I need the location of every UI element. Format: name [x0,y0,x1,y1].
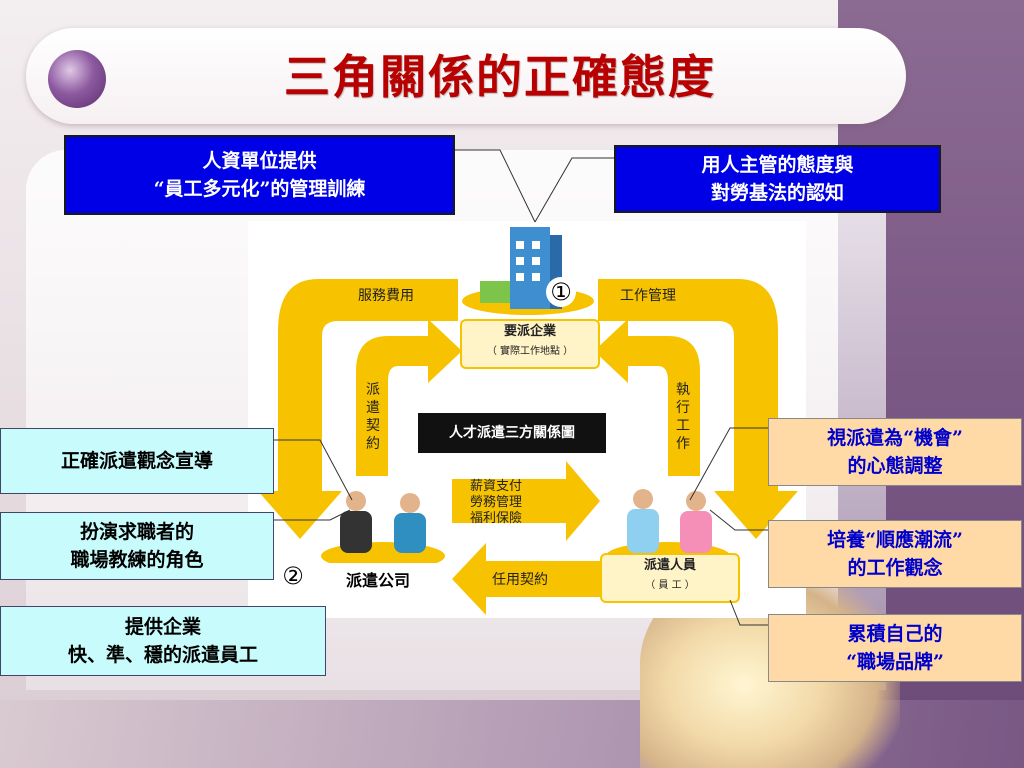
client-company-badge: 要派企業 （ 實際工作地點 ） [460,319,600,369]
callout-manager-attitude: 用人主管的態度與 對勞基法的認知 [614,145,941,213]
client-company-label: 要派企業 [503,324,556,339]
callout-line: 快、準、穩的派遣員工 [67,644,258,666]
callout-line: 用人主管的態度與 [701,154,854,176]
connector-line [274,439,353,501]
connector-line [689,427,768,501]
person-icon [633,489,653,509]
callout-line: 視派遣為“機會” [827,427,963,449]
callout-career-coach: 扮演求職者的 職場教練的角色 [0,512,274,580]
worker-label: 派遣人員 [643,558,696,573]
callout-opportunity: 視派遣為“機會” 的心態調整 [768,418,1022,486]
title-bar [26,28,906,124]
callout-line: 對勞基法的認知 [710,182,844,204]
callout-line: 扮演求職者的 [79,521,194,543]
outer-right-arrow [598,279,798,539]
callout-concept-promotion: 正確派遣觀念宣導 [0,428,274,494]
callout-line: 正確派遣觀念宣導 [60,450,213,472]
callout-line: 人資單位提供 [202,150,317,172]
connector-line [455,149,536,223]
callout-line: “職場品牌” [846,651,944,673]
dispatch-company-label: 派遣公司 [318,563,438,599]
callout-line: 累積自己的 [847,623,943,645]
client-company-sub: （ 實際工作地點 ） [486,346,574,357]
salary-item: 薪資支付 [470,479,523,494]
shirt-icon [680,511,712,553]
callout-career-brand: 累積自己的 “職場品牌” [768,614,1022,682]
person-icon [346,491,366,511]
callout-line: 的心態調整 [847,455,943,477]
worker-badge: 派遣人員 （ 員 工 ） [600,553,740,603]
building-windows [516,241,540,281]
person-icon [686,491,706,511]
inner-left-arrow [356,319,462,476]
outer-left-arrow [258,279,458,539]
salary-items: 薪資支付 勞務管理 福利保險 [470,479,522,527]
slide-title: 三角關係的正確態度 [284,50,716,104]
connector-line [709,509,768,531]
salary-item: 福利保險 [470,511,523,526]
salary-item: 勞務管理 [470,495,523,510]
marker-2: ② [278,561,308,591]
salary-arrow [452,461,600,541]
callout-line: 培養“順應潮流” [827,529,963,551]
connector-line [274,509,351,521]
callout-trend: 培養“順應潮流” 的工作觀念 [768,520,1022,588]
suit-icon [340,511,372,553]
employment-contract-label: 任用契約 [492,572,548,588]
shirt-icon [627,509,659,553]
building-icon [510,227,550,309]
callout-hr-training: 人資單位提供 “員工多元化”的管理訓練 [64,135,455,215]
work-management-label: 工作管理 [620,288,676,304]
service-fee-label: 服務費用 [358,288,414,304]
employment-arrow [452,543,600,615]
connector-line [729,599,768,626]
orb-icon [48,50,106,108]
callout-provide-staff: 提供企業 快、準、穩的派遣員工 [0,606,326,676]
callout-line: 提供企業 [124,616,201,638]
person-icon [400,493,420,513]
callout-line: 職場教練的角色 [70,549,204,571]
exec-work-label: 執行工作 [676,382,690,452]
connector-line [534,157,614,223]
callout-line: “員工多元化”的管理訓練 [153,178,366,200]
callout-line: 的工作觀念 [847,557,943,579]
shirt-icon [394,513,426,553]
dispatch-relationship-diagram: 要派企業 （ 實際工作地點 ） 服務費用 工作管理 派遣契約 執行工作 人才派遣… [248,221,806,618]
dispatch-contract-label: 派遣契約 [366,382,380,452]
marker-1: ① [546,277,576,307]
tree-icon [480,281,510,303]
inner-right-arrow [594,319,700,476]
worker-sub: （ 員 工 ） [645,580,695,591]
center-label: 人才派遣三方關係圖 [418,413,606,453]
